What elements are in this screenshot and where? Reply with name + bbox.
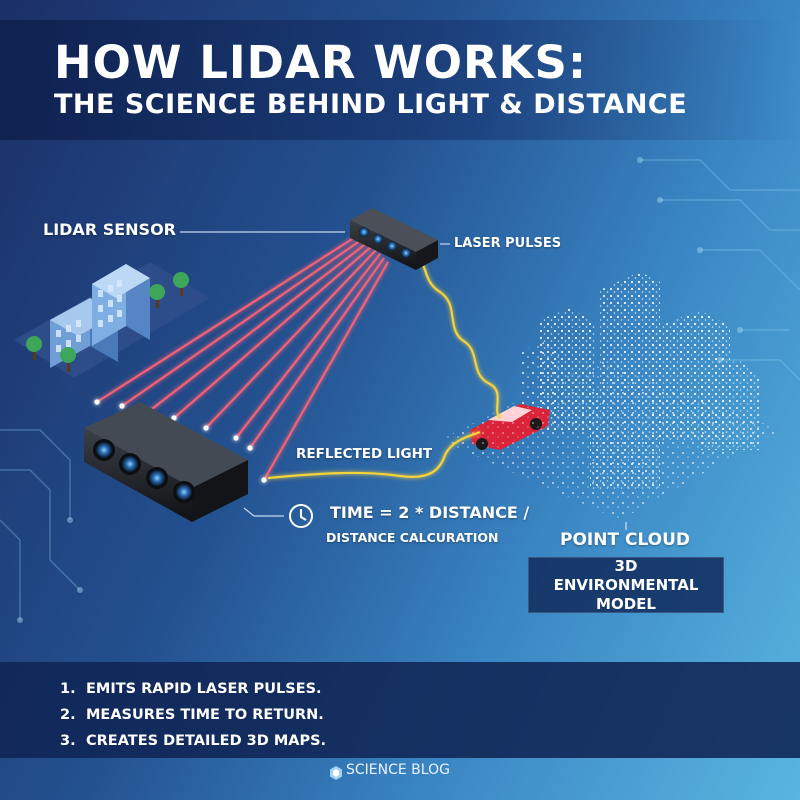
- step-text: CREATES DETAILED 3D MAPS.: [86, 733, 327, 749]
- clock-icon: [289, 504, 313, 528]
- step-item: 2. MEASURES TIME TO RETURN.: [60, 702, 326, 728]
- tree-icon: [26, 272, 189, 372]
- laser-pulses-label: LASER PULSES: [454, 236, 562, 251]
- header-band: [0, 20, 800, 140]
- circuit-nodes: [17, 157, 743, 623]
- calculation-label: DISTANCE CALCURATION: [326, 530, 499, 545]
- step-text: MEASURES TIME TO RETURN.: [86, 707, 324, 723]
- point-cloud: [440, 272, 780, 520]
- steps-list: 1. EMITS RAPID LASER PULSES. 2. MEASURES T…: [60, 676, 326, 754]
- reflected-light-label: REFLECTED LIGHT: [296, 446, 433, 462]
- lidar-sensor-icon: [350, 208, 438, 270]
- environmental-model-box: 3D ENVIRONMENTAL MODEL: [528, 557, 724, 613]
- step-item: 1. EMITS RAPID LASER PULSES.: [60, 676, 326, 702]
- signal-lines: [267, 252, 501, 480]
- science-blog-logo-icon: [330, 766, 342, 780]
- step-number: 3.: [60, 733, 76, 749]
- point-cloud-label: POINT CLOUD: [560, 530, 691, 550]
- step-number: 1.: [60, 681, 76, 697]
- laser-beams: [96, 233, 389, 481]
- step-number: 2.: [60, 707, 76, 723]
- brand-name: SCIENCE BLOG: [346, 762, 450, 778]
- circuit-traces: [0, 159, 800, 620]
- step-text: EMITS RAPID LASER PULSES.: [86, 681, 322, 697]
- brand-footer: SCIENCE BLOG: [330, 762, 450, 778]
- page-subtitle: THE SCIENCE BEHIND LIGHT & DISTANCE: [54, 89, 688, 120]
- step-item: 3. CREATES DETAILED 3D MAPS.: [60, 728, 326, 754]
- page-title: HOW LIDAR WORKS:: [54, 36, 587, 89]
- large-lidar-sensor: [84, 402, 248, 522]
- laser-dots: [94, 399, 267, 483]
- lidar-sensor-label: LIDAR SENSOR: [43, 220, 176, 239]
- steps-band: [0, 662, 800, 758]
- environmental-model-label: 3D ENVIRONMENTAL MODEL: [553, 556, 699, 613]
- formula-label: TIME = 2 * DISTANCE /: [330, 503, 530, 522]
- leader-lines: [180, 231, 627, 530]
